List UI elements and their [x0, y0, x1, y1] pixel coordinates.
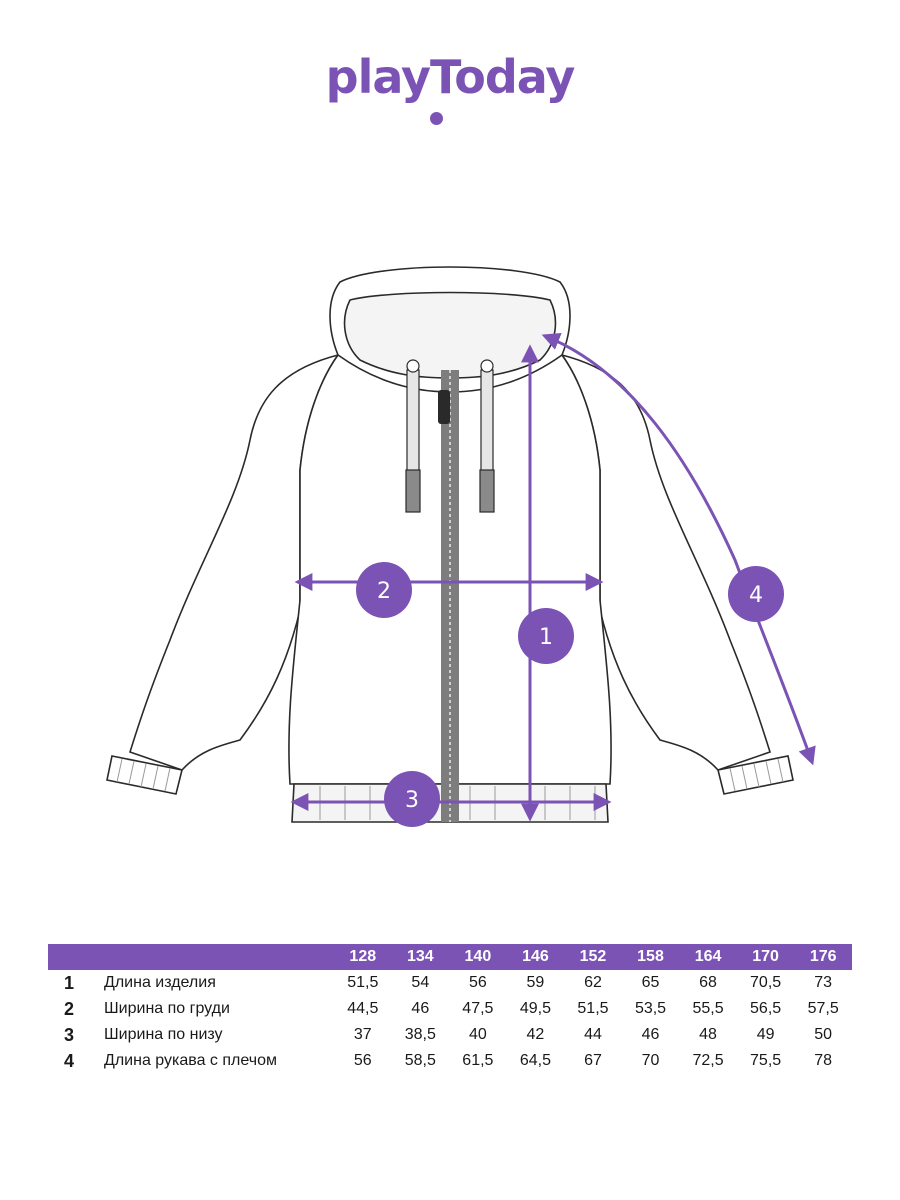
hood-drawstrings: [405, 359, 495, 513]
marker-2-circle: [356, 562, 412, 618]
size-header: 128: [349, 948, 377, 965]
row-value: 72,5: [692, 1052, 724, 1069]
marker-2: 2: [356, 562, 412, 618]
row-value: 38,5: [404, 1026, 436, 1043]
row-value: 62: [584, 974, 602, 991]
marker-1-circle: [518, 608, 574, 664]
size-header: 152: [579, 948, 607, 965]
cuff-ribbing: [116, 758, 784, 792]
row-value: 51,5: [347, 974, 379, 991]
row-number: 3: [64, 1024, 75, 1045]
logo-dot-icon: [430, 112, 443, 125]
row-number: 1: [64, 972, 75, 993]
table-row: 3 Ширина по низу 37 38,5 40 42 44 46 48 …: [48, 1022, 852, 1048]
row-value: 54: [411, 974, 430, 991]
row-value: 75,5: [750, 1052, 782, 1069]
row-value: 44: [584, 1026, 602, 1043]
marker-3-number: 3: [405, 788, 419, 813]
size-header: 170: [752, 948, 779, 965]
row-value: 59: [526, 974, 545, 991]
row-value: 37: [353, 1026, 372, 1043]
row-value: 70,5: [750, 974, 782, 991]
row-label: Ширина по низу: [104, 1026, 223, 1043]
row-value: 55,5: [692, 1000, 724, 1017]
row-value: 78: [814, 1052, 833, 1069]
row-value: 58,5: [404, 1052, 436, 1069]
jacket-zipper: [438, 370, 459, 822]
marker-4-number: 4: [749, 583, 763, 608]
row-value: 56,5: [750, 1000, 782, 1017]
size-header: 134: [406, 948, 434, 965]
row-value: 68: [699, 974, 717, 991]
size-header-row: 128 134 140 146 152 158 164 170 176: [48, 944, 852, 970]
row-value: 64,5: [519, 1052, 551, 1069]
zipper-pull-icon: [438, 390, 450, 424]
row-value: 46: [641, 1026, 660, 1043]
row-label: Длина изделия: [104, 974, 216, 991]
row-value: 61,5: [462, 1052, 494, 1069]
arrow-sleeve-length: [541, 333, 816, 766]
row-label: Ширина по груди: [104, 1000, 230, 1017]
marker-3-circle: [384, 771, 440, 827]
row-value: 70: [641, 1052, 660, 1069]
row-number: 2: [64, 998, 75, 1019]
row-value: 73: [814, 974, 833, 991]
size-header: 164: [694, 948, 722, 965]
marker-4: 4: [728, 566, 784, 622]
row-value: 67: [584, 1052, 602, 1069]
marker-1: 1: [518, 608, 574, 664]
size-header: 140: [464, 948, 492, 965]
size-header: 146: [522, 948, 549, 965]
size-header-blank: [48, 944, 334, 970]
row-value: 48: [699, 1026, 717, 1043]
row-value: 42: [526, 1026, 545, 1043]
row-value: 65: [641, 974, 660, 991]
measurement-arrows: [290, 333, 816, 822]
row-number: 4: [64, 1050, 75, 1071]
row-value: 46: [411, 1000, 430, 1017]
marker-1-number: 1: [539, 625, 553, 650]
row-value: 49,5: [519, 1000, 551, 1017]
row-label: Длина рукава с плечом: [104, 1052, 277, 1069]
row-value: 40: [468, 1026, 487, 1043]
marker-4-circle: [728, 566, 784, 622]
size-header: 158: [637, 948, 664, 965]
table-row: 1 Длина изделия 51,5 54 56 59 62 65 68 7…: [48, 970, 852, 996]
row-value: 56: [353, 1052, 372, 1069]
size-table: 128 134 140 146 152 158 164 170 176 1 Дл…: [48, 944, 852, 1074]
marker-3: 3: [384, 771, 440, 827]
hood-inner: [343, 291, 557, 379]
row-value: 50: [814, 1026, 833, 1043]
row-value: 53,5: [634, 1000, 667, 1017]
jacket-diagram: 1 2 3 4: [106, 266, 816, 827]
table-row: 4 Длина рукава с плечом 56 58,5 61,5 64,…: [48, 1048, 852, 1074]
row-value: 49: [756, 1026, 775, 1043]
table-row: 2 Ширина по груди 44,5 46 47,5 49,5 51,5…: [48, 996, 852, 1022]
row-value: 57,5: [807, 1000, 839, 1017]
row-value: 47,5: [462, 1000, 494, 1017]
row-value: 44,5: [347, 1000, 379, 1017]
size-header: 176: [809, 948, 837, 965]
brand-logo: playToday: [0, 50, 900, 125]
row-value: 51,5: [577, 1000, 609, 1017]
marker-2-number: 2: [377, 579, 391, 604]
left-cuff: [106, 755, 183, 795]
brand-logo-text: playToday: [325, 50, 576, 104]
row-value: 56: [468, 974, 487, 991]
